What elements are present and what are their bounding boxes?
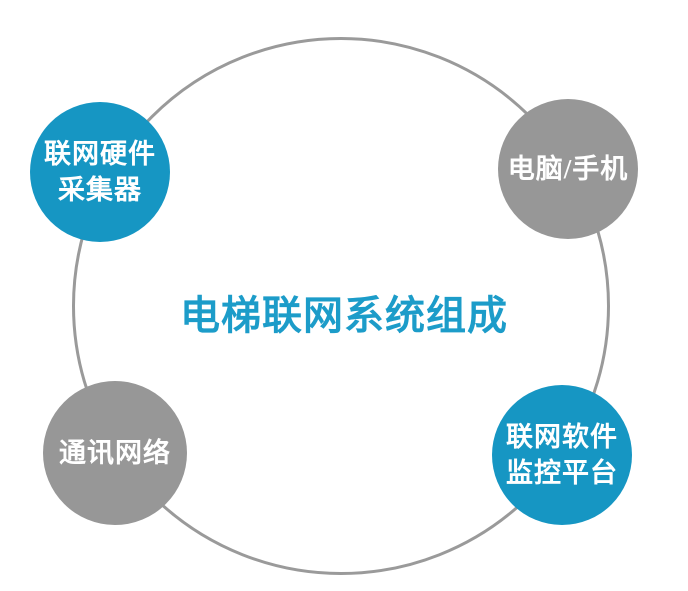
node-software-monitoring-platform-label-line1: 联网软件 — [506, 422, 618, 452]
node-software-monitoring-platform-label-line2: 监控平台 — [506, 458, 618, 488]
node-computer-phone: 电脑/手机 — [498, 99, 638, 239]
node-hardware-collector-label-line1: 联网硬件 — [44, 139, 156, 169]
node-hardware-collector-label-line2: 采集器 — [58, 175, 142, 205]
node-software-monitoring-platform: 联网软件 监控平台 — [492, 385, 632, 525]
diagram-title: 电梯联网系统组成 — [180, 293, 508, 338]
node-computer-phone-label: 电脑/手机 — [507, 154, 629, 184]
node-hardware-collector: 联网硬件 采集器 — [30, 102, 170, 242]
connecting-ring — [72, 37, 610, 575]
node-communication-network: 通讯网络 — [43, 381, 187, 525]
node-communication-network-label: 通讯网络 — [59, 438, 171, 468]
